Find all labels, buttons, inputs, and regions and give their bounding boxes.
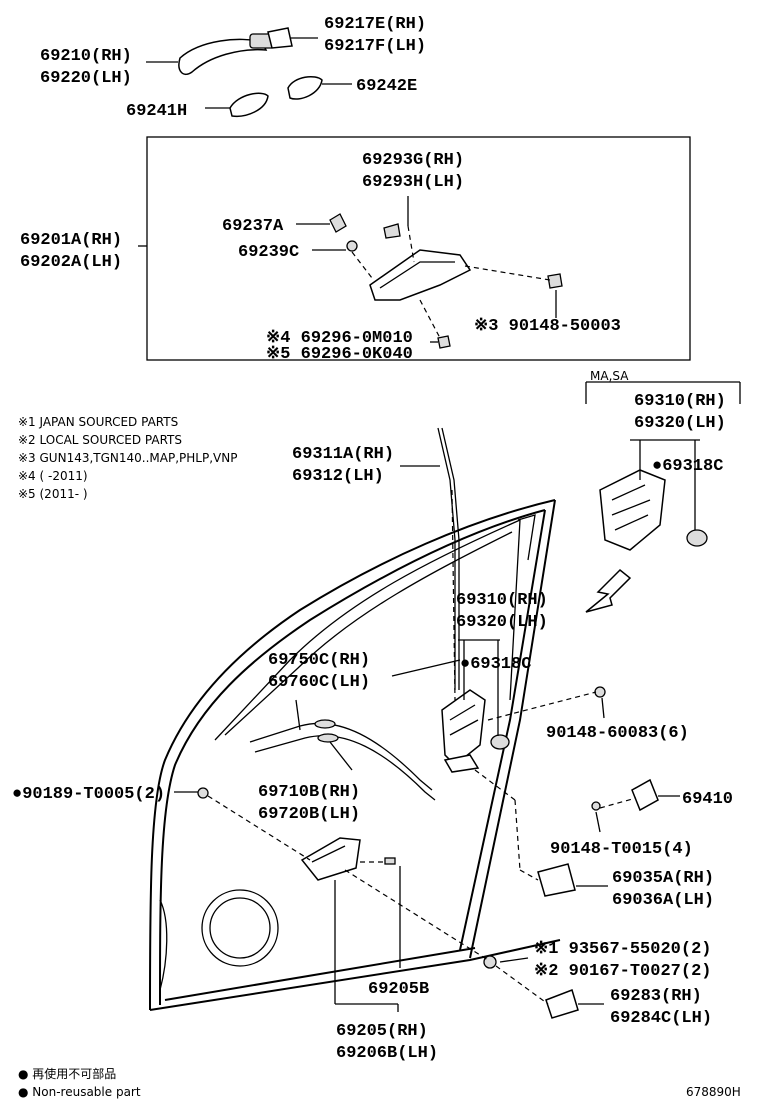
- lock-rod: [437, 427, 460, 690]
- note-2: ※2 LOCAL SOURCED PARTS: [18, 433, 182, 447]
- label-69296-0K040: ※5 69296-0K040: [266, 345, 413, 364]
- label-69318C-mid: ●69318C: [460, 655, 531, 674]
- label-69311A: 69311A(RH): [292, 445, 394, 464]
- label-69239C: 69239C: [238, 243, 299, 262]
- lock-lever: [537, 863, 576, 897]
- label-69206B: 69206B(LH): [336, 1044, 438, 1063]
- door-outline: [149, 499, 561, 1011]
- label-69296-0M010: ※4 69296-0M010: [266, 329, 413, 348]
- label-90148-60083: 90148-60083(6): [546, 724, 689, 743]
- handle-pad-69242E: [287, 75, 323, 100]
- dashed-lines: [207, 225, 637, 1005]
- fasteners: [197, 686, 606, 969]
- label-ma-sa: MA,SA: [590, 369, 629, 383]
- note-5: ※5 (2011- ): [18, 487, 88, 501]
- leader-lines: [138, 37, 741, 1012]
- label-69283: 69283(RH): [610, 987, 702, 1006]
- footer: ● 再使用不可部品 ● Non-reusable part 678890H: [18, 1066, 741, 1099]
- label-69035A: 69035A(RH): [612, 869, 714, 888]
- legend-non-reusable-en: ● Non-reusable part: [18, 1085, 141, 1099]
- direction-arrow: [585, 568, 632, 613]
- inside-handle-bezel: [545, 989, 579, 1019]
- label-69310-mid: 69310(RH): [456, 591, 548, 610]
- label-69710B: 69710B(RH): [258, 783, 360, 802]
- label-93567-55020: ※1 93567-55020(2): [534, 940, 711, 959]
- label-69293H: 69293H(LH): [362, 173, 464, 192]
- label-69241H: 69241H: [126, 102, 187, 121]
- legend-non-reusable-jp: ● 再使用不可部品: [18, 1066, 116, 1081]
- label-69293G: 69293G(RH): [362, 151, 464, 170]
- striker: [631, 778, 659, 812]
- label-69201A: 69201A(RH): [20, 231, 122, 250]
- label-69036A: 69036A(LH): [612, 891, 714, 910]
- label-90189-T0005: ●90189-T0005(2): [12, 785, 165, 804]
- note-3: ※3 GUN143,TGN140..MAP,PHLP,VNP: [18, 451, 237, 465]
- label-69318C-top: ●69318C: [652, 457, 723, 476]
- label-69310-top: 69310(RH): [634, 392, 726, 411]
- label-69312: 69312(LH): [292, 467, 384, 486]
- label-90148-T0015: 90148-T0015(4): [550, 840, 693, 859]
- label-69320-top: 69320(LH): [634, 414, 726, 433]
- label-69320-mid: 69320(LH): [456, 613, 548, 632]
- label-69202A: 69202A(LH): [20, 253, 122, 272]
- notes: ※1 JAPAN SOURCED PARTS ※2 LOCAL SOURCED …: [18, 415, 237, 501]
- label-69750C: 69750C(RH): [268, 651, 370, 670]
- door-lock-assembly-top: [599, 469, 708, 551]
- label-69217F: 69217F(LH): [324, 37, 426, 56]
- outside-handle: [178, 27, 293, 76]
- assembly-box: [146, 136, 691, 361]
- inside-handle: [300, 837, 361, 881]
- label-69760C: 69760C(LH): [268, 673, 370, 692]
- label-69242E: 69242E: [356, 77, 417, 96]
- handle-pad-69241H: [229, 92, 269, 118]
- note-4: ※4 ( -2011): [18, 469, 88, 483]
- figure-id: 678890H: [686, 1085, 741, 1099]
- label-69217E: 69217E(RH): [324, 15, 426, 34]
- label-90167-T0027: ※2 90167-T0027(2): [534, 962, 711, 981]
- cables: [249, 719, 436, 801]
- label-90148-50003: ※3 90148-50003: [474, 317, 621, 336]
- note-1: ※1 JAPAN SOURCED PARTS: [18, 415, 178, 429]
- handle-frame: [329, 213, 563, 349]
- label-69410: 69410: [682, 790, 733, 809]
- label-69720B: 69720B(LH): [258, 805, 360, 824]
- label-69205B: 69205B: [368, 980, 429, 999]
- label-69284C: 69284C(LH): [610, 1009, 712, 1028]
- door-lock-assembly: [441, 689, 510, 773]
- label-69237A: 69237A: [222, 217, 284, 236]
- label-69210: 69210(RH): [40, 47, 132, 66]
- label-69205: 69205(RH): [336, 1022, 428, 1041]
- label-69220: 69220(LH): [40, 69, 132, 88]
